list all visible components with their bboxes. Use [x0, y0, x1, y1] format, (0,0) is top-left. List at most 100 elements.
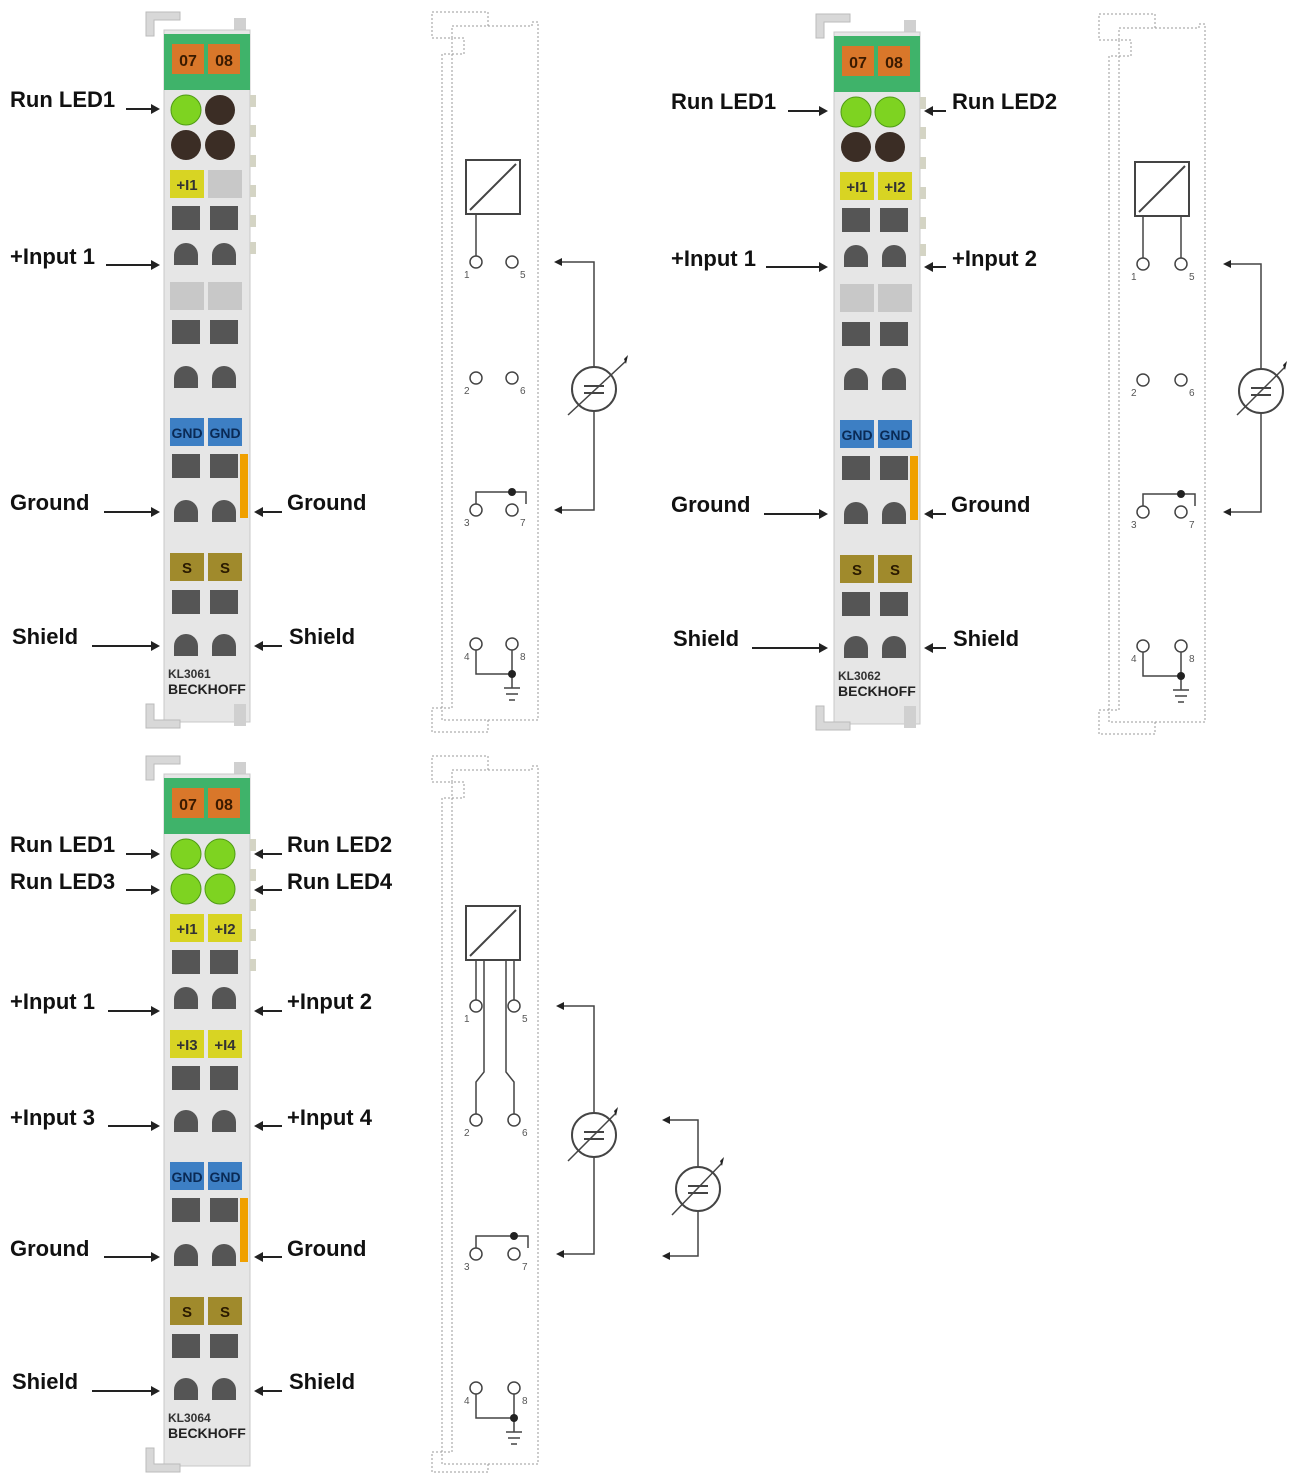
label-input3: +Input 3	[10, 1105, 95, 1130]
arrow	[254, 507, 282, 517]
label-run-led1: Run LED1	[10, 832, 116, 857]
model-text: KL3061	[168, 667, 211, 681]
pin-5: 5	[1189, 272, 1195, 283]
arrow	[924, 643, 946, 653]
label-input4: +Input 4	[287, 1105, 372, 1130]
arrow	[254, 849, 282, 859]
pin-3: 3	[1131, 520, 1137, 531]
arrow	[126, 104, 160, 114]
label-input1: +Input 1	[671, 246, 756, 271]
brand-text: BECKHOFF	[838, 683, 916, 699]
arrow	[254, 1006, 282, 1016]
arrow	[254, 885, 282, 895]
label-cell: +I3	[176, 1037, 197, 1054]
arrow	[108, 1006, 160, 1016]
current-source-icon	[571, 366, 617, 412]
label-cell: GND	[209, 425, 240, 441]
arrow	[788, 106, 828, 116]
pin-7: 7	[1189, 520, 1195, 531]
header-08: 08	[215, 53, 233, 70]
run-led1	[170, 838, 202, 870]
pin-8: 8	[520, 652, 526, 663]
terminal-image: 07 08 +I1 GND GND S S KL3061	[140, 10, 265, 730]
pin-4: 4	[464, 1396, 470, 1407]
header-07: 07	[179, 53, 197, 70]
label-cell: +I4	[214, 1037, 236, 1054]
arrow	[106, 260, 160, 270]
label-input2: +Input 2	[287, 989, 372, 1014]
arrow	[254, 1121, 282, 1131]
header-08: 08	[885, 55, 903, 72]
label-cell: S	[220, 560, 230, 577]
run-led1	[170, 94, 202, 126]
label-input1: +Input 1	[10, 989, 95, 1014]
label-cell: S	[182, 560, 192, 577]
pin-1: 1	[1131, 272, 1137, 283]
pin-1: 1	[464, 270, 470, 281]
pin-2: 2	[1131, 388, 1137, 399]
arrow	[924, 262, 946, 272]
label-ground-left: Ground	[10, 1236, 90, 1261]
label-cell: +I1	[846, 179, 867, 196]
model-text: KL3062	[838, 669, 881, 683]
arrow	[104, 507, 160, 517]
label-cell: GND	[209, 1169, 240, 1185]
label-shield-right: Shield	[289, 1369, 356, 1394]
header-07: 07	[849, 55, 867, 72]
label-cell: S	[182, 1304, 192, 1321]
arrow	[752, 643, 828, 653]
pin-4: 4	[1131, 654, 1137, 665]
label-shield-right: Shield	[289, 624, 356, 649]
pin-5: 5	[522, 1014, 528, 1025]
terminal-image: 07 08 +I1 +I2 GND GND S S	[810, 12, 935, 732]
header-08: 08	[215, 797, 233, 814]
label-cell: S	[890, 562, 900, 579]
arrow	[108, 1121, 160, 1131]
label-cell: S	[220, 1304, 230, 1321]
label-ground-right: Ground	[951, 492, 1031, 517]
arrow	[92, 641, 160, 651]
label-cell: S	[852, 562, 862, 579]
run-led2	[204, 838, 236, 870]
pin-3: 3	[464, 518, 470, 529]
run-led4	[204, 873, 236, 905]
arrow	[126, 849, 160, 859]
label-cell: GND	[841, 427, 872, 443]
pin-6: 6	[1189, 388, 1195, 399]
label-cell: +I2	[214, 921, 235, 938]
label-shield-left: Shield	[12, 624, 79, 649]
brand-text: BECKHOFF	[168, 1425, 246, 1441]
arrow	[254, 1386, 282, 1396]
label-ground-right: Ground	[287, 490, 367, 515]
label-run-led1: Run LED1	[10, 87, 116, 112]
arrow	[764, 509, 828, 519]
label-shield-left: Shield	[673, 626, 740, 651]
pin-6: 6	[520, 386, 526, 397]
pin-4: 4	[464, 652, 470, 663]
arrow	[924, 509, 946, 519]
arrow	[254, 1252, 282, 1262]
arrow	[126, 885, 160, 895]
label-ground-right: Ground	[287, 1236, 367, 1261]
label-run-led2: Run LED2	[287, 832, 393, 857]
pin-8: 8	[1189, 654, 1195, 665]
arrow	[104, 1252, 160, 1262]
pin-5: 5	[520, 270, 526, 281]
run-led1	[840, 96, 872, 128]
pin-7: 7	[520, 518, 526, 529]
terminal-image: 07 08 +I1 +I2 +I3 +I4 GND GND S S	[140, 754, 265, 1474]
label-input2: +Input 2	[952, 246, 1037, 271]
pin-2: 2	[464, 386, 470, 397]
header-07: 07	[179, 797, 197, 814]
label-ground-left: Ground	[10, 490, 90, 515]
arrow	[924, 106, 946, 116]
arrow	[254, 641, 282, 651]
pin-2: 2	[464, 1128, 470, 1139]
pin-3: 3	[464, 1262, 470, 1273]
label-cell: GND	[879, 427, 910, 443]
label-cell: +I1	[176, 921, 197, 938]
label-run-led4: Run LED4	[287, 869, 393, 894]
pin-1: 1	[464, 1014, 470, 1025]
label-input1: +Input 1	[10, 244, 95, 269]
model-text: KL3064	[168, 1411, 211, 1425]
